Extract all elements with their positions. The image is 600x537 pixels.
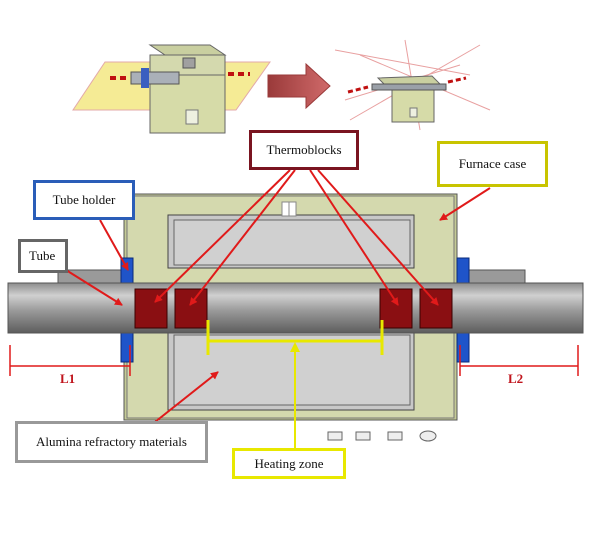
arrow-tube-holder [99, 219, 129, 271]
arrow-furnace-case [439, 187, 491, 221]
thermoblock-2 [174, 288, 208, 329]
arrow-alumina [154, 371, 219, 423]
tube-label: Tube [18, 239, 68, 273]
pointer-arrows [57, 169, 491, 423]
thermoblock-4 [419, 288, 453, 329]
l1-dimension-line [9, 345, 131, 376]
heating-zone-bracket [206, 320, 384, 355]
arrow-tube [57, 264, 123, 306]
thermoblocks-label: Thermoblocks [249, 130, 359, 170]
l2-label: L2 [508, 371, 524, 386]
alumina-label: Alumina refractory materials [15, 421, 208, 463]
arrow-thermoblock-3 [309, 169, 399, 306]
l2-dimension-line [459, 345, 579, 376]
furnace-3d-exploded [334, 39, 491, 131]
furnace-case-label: Furnace case [437, 141, 548, 187]
furnace-3d-closed [72, 44, 271, 134]
heating-zone-pointer-head [290, 342, 300, 352]
arrow-thermoblock-2 [189, 169, 296, 306]
tube-holder-label: Tube holder [33, 180, 135, 220]
l1-label: L1 [60, 371, 76, 386]
thermoblock-3 [379, 288, 413, 329]
heating-zone-label: Heating zone [232, 448, 346, 479]
transition-arrow [267, 62, 331, 110]
arrow-thermoblock-1 [154, 169, 291, 303]
tube [7, 282, 584, 334]
arrow-thermoblock-4 [317, 169, 439, 306]
